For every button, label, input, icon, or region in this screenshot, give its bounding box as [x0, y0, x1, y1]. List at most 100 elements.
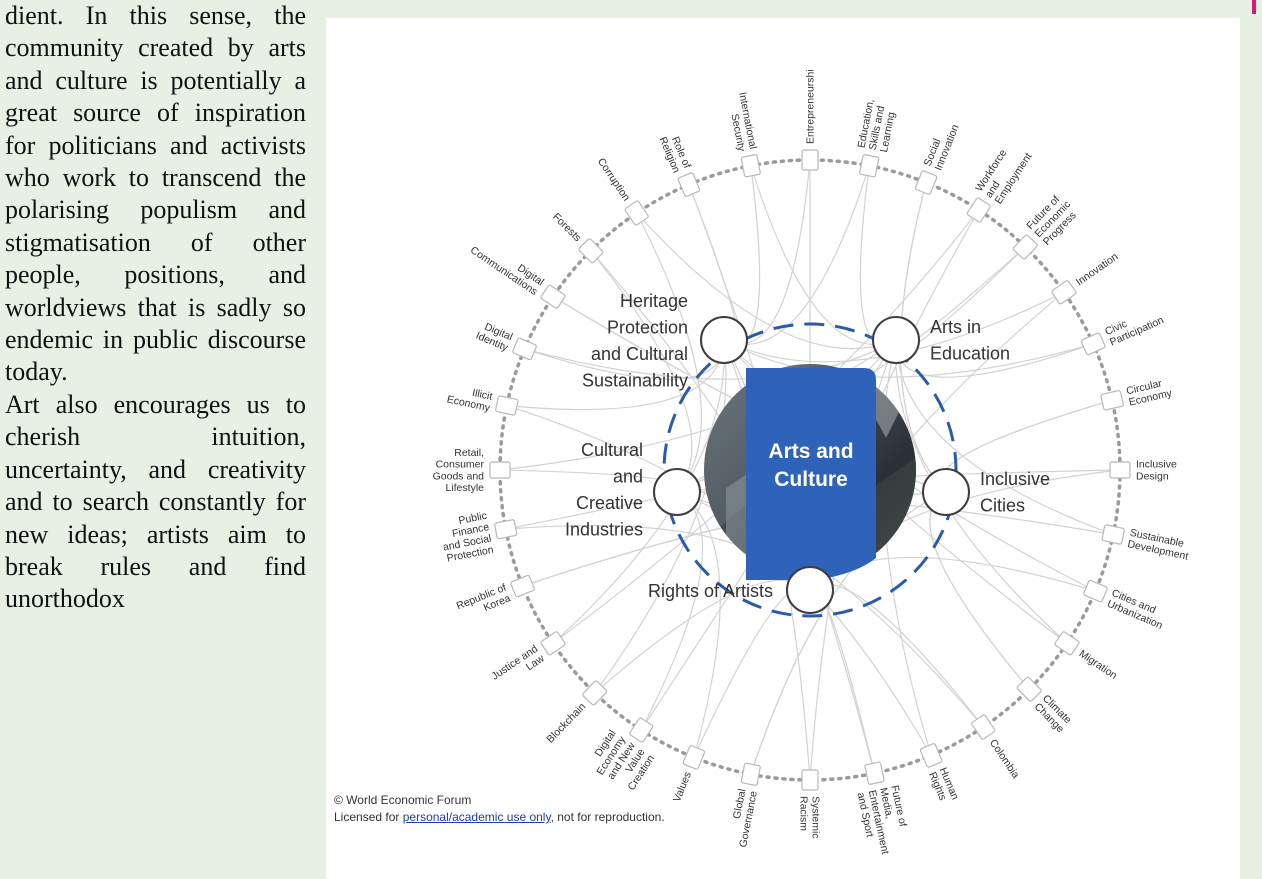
- outer-topic-marker[interactable]: [859, 154, 880, 178]
- outer-topic-text-line: Corruption: [595, 156, 632, 203]
- outer-topic-marker[interactable]: [1101, 524, 1125, 545]
- outer-topic-text-line: Retail,: [454, 447, 484, 459]
- outer-topic-marker[interactable]: [864, 761, 885, 785]
- outer-topic-marker[interactable]: [582, 680, 608, 706]
- outer-topic-text: Cities andUrbanization: [1105, 587, 1169, 632]
- outer-topic-marker[interactable]: [801, 149, 819, 171]
- connection-line: [929, 491, 1030, 690]
- outer-topic-marker[interactable]: [1054, 631, 1080, 656]
- outer-topic-text: HumanRights: [926, 766, 961, 807]
- outer-topic-label: PublicFinanceand SocialProtection: [442, 510, 495, 565]
- inner-node-label-line: Rights of Artists: [648, 581, 773, 601]
- outer-topic-text-line: Inclusive: [1136, 459, 1177, 471]
- outer-topic-marker[interactable]: [677, 172, 701, 197]
- outer-topic-marker[interactable]: [740, 154, 761, 178]
- outer-topic-marker[interactable]: [919, 743, 943, 768]
- outer-topic-marker[interactable]: [682, 745, 706, 770]
- outer-topic-label: Cities andUrbanization: [1105, 587, 1169, 632]
- outer-topic-marker[interactable]: [540, 284, 566, 309]
- inner-node-label-line: Sustainability: [582, 371, 688, 391]
- connection-line: [895, 339, 1114, 536]
- outer-topic-marker[interactable]: [495, 395, 519, 416]
- outer-topic-text: SystemicRacism: [798, 796, 822, 839]
- inner-node-circle[interactable]: [922, 468, 970, 516]
- outer-topic-text-line: Migration: [1077, 648, 1120, 682]
- outer-topic-label: Future ofMedia,Entertainmentand Sport: [855, 784, 909, 855]
- outer-topic-text: CircularEconomy: [1125, 376, 1174, 409]
- inner-node-label-line: and: [613, 467, 643, 487]
- outer-topic-text-line: Consumer: [436, 459, 485, 471]
- outer-topic-text: Colombia: [987, 737, 1022, 781]
- outer-topic-marker[interactable]: [510, 574, 535, 598]
- outer-topic-text: GlobalGovernance: [726, 788, 760, 849]
- outer-topic-label: Colombia: [987, 737, 1022, 781]
- outer-topic-label: CivicParticipation: [1103, 304, 1166, 349]
- outer-topic-marker[interactable]: [1080, 332, 1106, 356]
- margin-marker: [1252, 0, 1256, 14]
- connection-line: [636, 212, 897, 350]
- outer-topic-label: Role ofReligion: [656, 135, 693, 175]
- center-title-line-1: Arts and: [768, 440, 853, 463]
- outer-topic-marker[interactable]: [494, 519, 518, 540]
- outer-topic-label: HumanRights: [926, 766, 961, 807]
- credit-line-1: © World Economic Forum: [334, 793, 472, 807]
- outer-topic-text: Corruption: [595, 156, 632, 203]
- outer-topic-text-line: Design: [1136, 470, 1169, 482]
- credit-suffix: , not for reproduction.: [550, 810, 665, 824]
- outer-topic-label: SustainableDevelopment: [1126, 527, 1192, 563]
- outer-topic-marker[interactable]: [801, 769, 819, 791]
- connection-line: [693, 585, 811, 758]
- outer-topic-marker[interactable]: [512, 337, 537, 361]
- outer-topic-marker[interactable]: [1083, 579, 1108, 603]
- outer-topic-text: SustainableDevelopment: [1126, 527, 1192, 563]
- inner-node-circle[interactable]: [872, 316, 920, 364]
- outer-topic-label: ClimateChange: [1032, 693, 1074, 736]
- outer-topic-text-line: Entrepreneurshi: [805, 69, 817, 144]
- outer-topic-marker[interactable]: [1100, 390, 1124, 411]
- outer-topic-marker[interactable]: [1016, 676, 1042, 702]
- outer-topic-marker[interactable]: [1109, 461, 1131, 479]
- inner-dashed-ring: [662, 322, 958, 618]
- outer-topic-text: Future ofEconomicProgress: [1024, 191, 1081, 248]
- outer-topic-text-line: Values: [671, 770, 694, 804]
- outer-topic-text: Forests: [550, 211, 583, 244]
- license-link[interactable]: personal/academic use only: [402, 810, 551, 824]
- outer-topic-marker[interactable]: [578, 238, 604, 264]
- inner-node-label-line: Cultural: [581, 440, 643, 460]
- inner-node-circle[interactable]: [653, 468, 701, 516]
- outer-topic-marker[interactable]: [624, 200, 649, 226]
- outer-topic-label: Justice andLaw: [489, 643, 547, 693]
- outer-topic-marker[interactable]: [489, 461, 511, 479]
- outer-topic-text-line: Blockchain: [544, 701, 588, 746]
- outer-topic-text-line: Global: [731, 788, 749, 820]
- outer-topic-label: Future ofEconomicProgress: [1024, 191, 1081, 248]
- outer-topic-marker[interactable]: [740, 762, 761, 786]
- inner-node-label-line: and Cultural: [591, 344, 688, 364]
- outer-topic-text: Justice andLaw: [489, 643, 547, 693]
- inner-node-circle[interactable]: [786, 566, 834, 614]
- outer-topic-text: CivicParticipation: [1103, 304, 1166, 349]
- outer-topic-marker[interactable]: [971, 714, 996, 740]
- outer-topic-label: InternationalSecurity: [728, 91, 758, 153]
- outer-topic-label: Values: [671, 770, 694, 804]
- paragraph-1: dient. In this sense, the community crea…: [5, 1, 306, 387]
- outer-topic-label: Blockchain: [544, 701, 588, 746]
- outer-topic-marker[interactable]: [966, 197, 991, 223]
- outer-topic-marker[interactable]: [540, 631, 566, 656]
- outer-topic-label: Migration: [1077, 648, 1120, 682]
- outer-topic-marker[interactable]: [1012, 234, 1038, 260]
- outer-topic-marker[interactable]: [629, 717, 654, 743]
- inner-node-label-line: Education: [930, 344, 1010, 364]
- outer-topic-text-line: Systemic: [809, 796, 821, 839]
- outer-topic-marker[interactable]: [1051, 280, 1077, 305]
- outer-topic-marker[interactable]: [914, 170, 938, 195]
- inner-node-circle[interactable]: [700, 316, 748, 364]
- outer-topic-text: Republic ofKorea: [455, 582, 513, 624]
